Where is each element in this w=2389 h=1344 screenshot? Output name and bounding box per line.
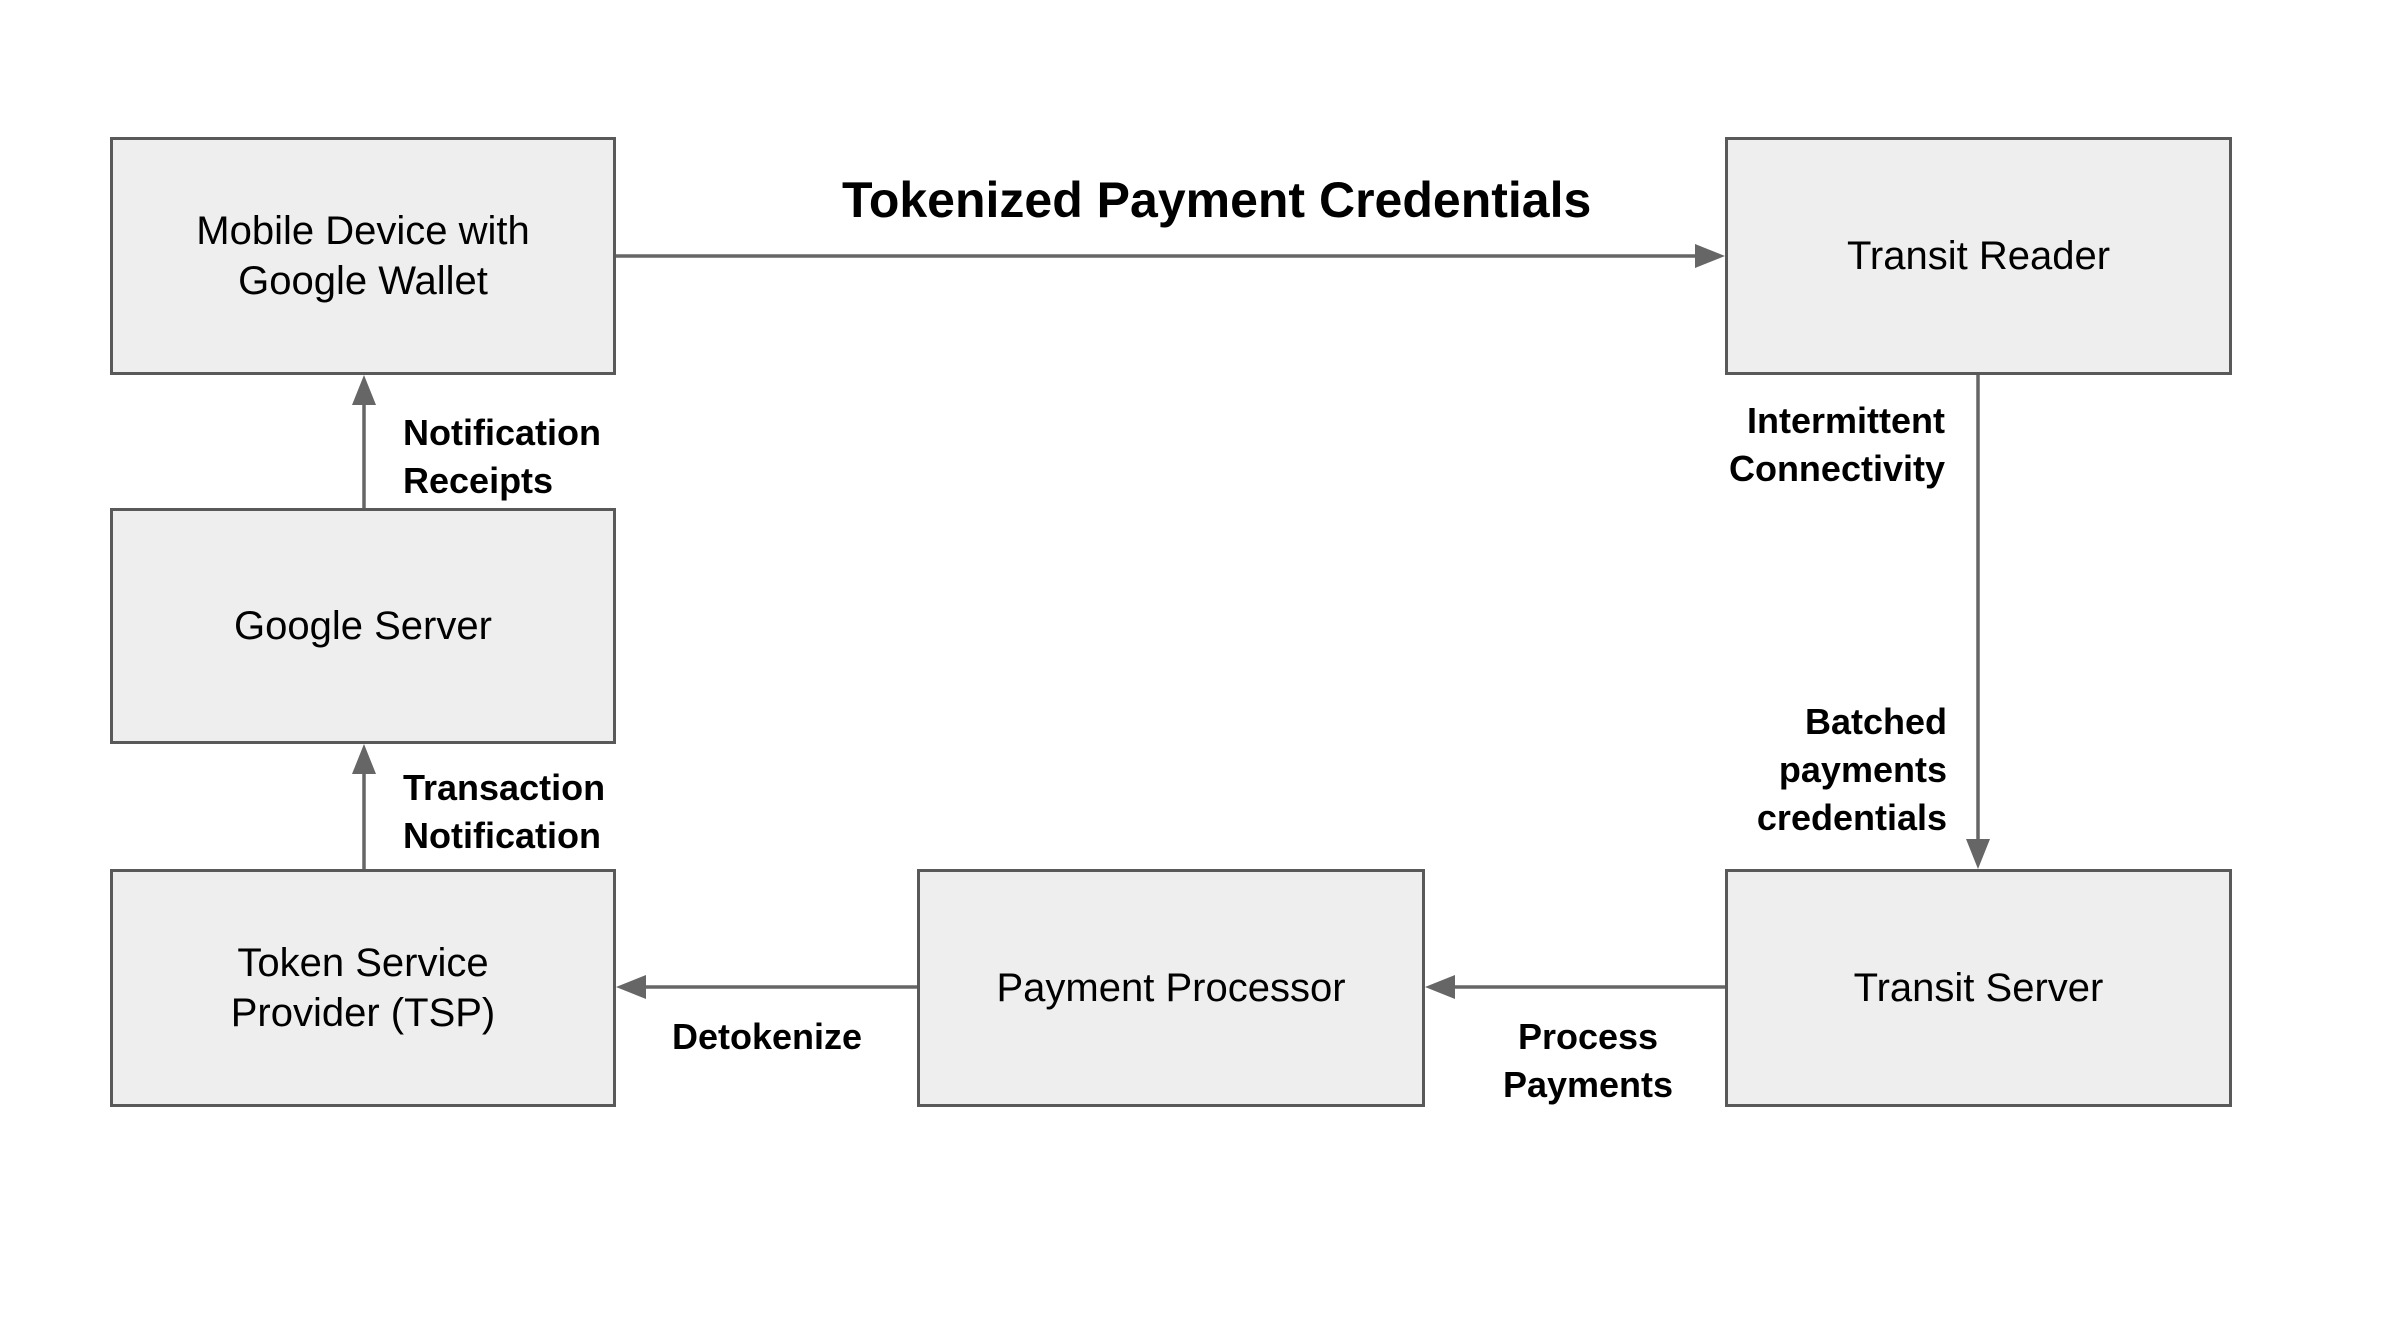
node-google-server-label: Google Server [234,604,492,648]
arrow-google-to-mobile [352,375,376,508]
edge-label-process-payments: Process Payments [1502,1016,1674,1105]
node-transit-server-label: Transit Server [1853,966,2104,1010]
node-transit-reader: Transit Reader [1725,137,2232,375]
node-token-service-provider-label: Token Service Provider (TSP) [230,941,496,1035]
node-payment-processor: Payment Processor [917,869,1425,1107]
node-transit-server: Transit Server [1725,869,2232,1107]
edge-label-intermittent-connectivity: Intermittent Connectivity [1728,400,1945,489]
edge-label-notification-receipts: Notification Receipts [403,412,601,501]
node-mobile-device: Mobile Device with Google Wallet [110,137,616,375]
arrow-tsp-to-google [352,744,376,869]
edge-label-batched-payments-credentials: Batched payments credentials [1756,701,1947,838]
edge-label-transaction-notification: Transaction Notification [403,767,606,856]
arrow-tokenized-payment-credentials [616,244,1725,268]
arrow-server-to-processor [1425,975,1725,999]
edge-label-tokenized-payment-credentials: Tokenized Payment Credentials [842,172,1592,228]
node-transit-reader-label: Transit Reader [1846,234,2111,278]
node-token-service-provider: Token Service Provider (TSP) [110,869,616,1107]
arrow-processor-to-tsp [616,975,917,999]
arrow-reader-to-server [1966,375,1990,869]
node-google-server: Google Server [110,508,616,744]
edge-label-detokenize: Detokenize [671,1016,863,1057]
node-mobile-device-label: Mobile Device with Google Wallet [196,209,530,303]
node-payment-processor-label: Payment Processor [996,966,1346,1010]
